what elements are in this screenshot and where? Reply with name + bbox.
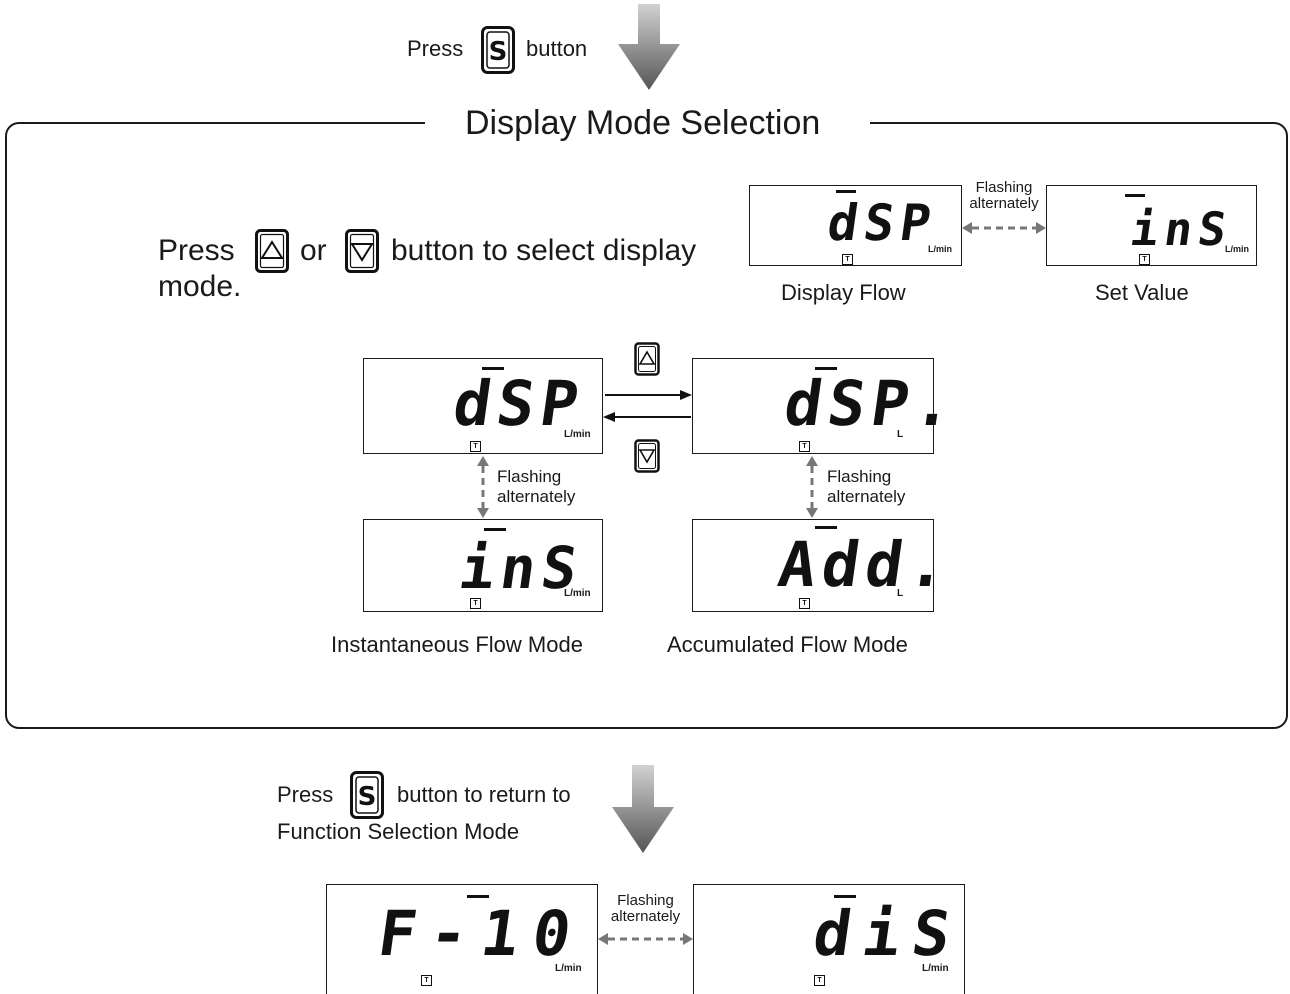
- set-value-caption: Set Value: [1095, 280, 1189, 305]
- lcd-indicator-bar: [834, 895, 856, 898]
- lcd-unit: L/min: [928, 244, 952, 254]
- flashing-line2: alternately: [827, 487, 906, 506]
- flashing-line2: alternately: [497, 487, 576, 506]
- lcd-unit: L/min: [555, 963, 582, 974]
- bottom-press-label: Press: [277, 782, 334, 807]
- lcd-indicator-bar: [836, 190, 856, 193]
- lcd-indicator-bar: [482, 367, 504, 370]
- lcd-unit: L/min: [922, 963, 949, 974]
- frame-title-gap: [425, 112, 870, 134]
- flashing-label-right: Flashing alternately: [827, 467, 905, 507]
- flashing-label-left: Flashing alternately: [497, 467, 575, 507]
- lcd-indicator-bar: [467, 895, 489, 898]
- down-arrow-bottom: [612, 765, 674, 853]
- lcd-indicator-bar: [484, 528, 506, 531]
- lcd-indicator-bar: [1125, 194, 1145, 197]
- lcd-segments: F-10: [373, 897, 590, 970]
- down-arrow-top: [618, 4, 680, 90]
- lcd-status-icon: T: [421, 975, 432, 986]
- lcd-final-left: F-10 L/min T: [326, 884, 598, 994]
- lcd-accu-dsp: dSP. L T: [692, 358, 963, 454]
- s-button-letter: S: [358, 782, 377, 812]
- lcd-status-icon: T: [470, 598, 481, 609]
- s-button-bottom-icon[interactable]: S: [350, 771, 384, 819]
- s-button-icon[interactable]: S: [481, 26, 515, 74]
- up-button-small-icon[interactable]: [634, 342, 660, 376]
- top-press-label: Press: [407, 36, 464, 61]
- flashing-line1: Flashing: [617, 892, 674, 909]
- mode-switch-arrows: [603, 385, 692, 425]
- lcd-unit: L/min: [564, 429, 591, 440]
- lcd-status-icon: T: [799, 441, 810, 452]
- lcd-indicator-bar: [815, 367, 837, 370]
- lcd-unit: L: [897, 588, 904, 599]
- display-flow-caption: Display Flow: [781, 280, 906, 305]
- lcd-indicator-bar: [815, 526, 837, 529]
- lcd-display-flow: dSP L/min T: [749, 185, 962, 266]
- frame-title: Display Mode Selection: [465, 104, 821, 142]
- flashing-line2: alternately: [610, 908, 681, 925]
- lcd-set-value: inS L/min T: [1046, 185, 1257, 266]
- flashing-label-bottom: Flashing alternately: [598, 893, 693, 925]
- instantaneous-caption: Instantaneous Flow Mode: [331, 632, 583, 657]
- lcd-unit: L/min: [1225, 244, 1249, 254]
- lcd-segments: dSP.: [779, 367, 964, 440]
- instruction-line2: mode.: [158, 270, 242, 303]
- bottom-return-label: button to return to: [397, 782, 571, 807]
- flashing-arrow-top: [962, 219, 1046, 237]
- lcd-accu-alt: Add. L T: [692, 519, 957, 612]
- top-button-label: button: [526, 36, 588, 61]
- lcd-status-icon: T: [470, 441, 481, 452]
- lcd-status-icon: T: [814, 975, 825, 986]
- bottom-function-label: Function Selection Mode: [277, 819, 520, 844]
- lcd-final-right: diS L/min T: [693, 884, 968, 994]
- lcd-status-icon: T: [1139, 254, 1150, 265]
- s-button-letter: S: [489, 37, 508, 67]
- lcd-status-icon: T: [842, 254, 853, 265]
- flashing-label-top: Flashing alternately: [962, 180, 1046, 212]
- flashing-line2: alternately: [969, 195, 1039, 212]
- flashing-arrow-left: [474, 456, 492, 518]
- instruction-line1: Press: [158, 234, 235, 274]
- lcd-status-icon: T: [799, 598, 810, 609]
- flashing-line1: Flashing: [827, 467, 892, 486]
- flashing-line1: Flashing: [497, 467, 562, 486]
- lcd-segments: dSP: [823, 194, 941, 252]
- lcd-inst-alt: inS L/min T: [363, 519, 603, 612]
- instruction-or: or: [300, 234, 327, 267]
- lcd-segments: diS: [808, 897, 968, 970]
- flashing-arrow-right: [803, 456, 821, 518]
- instruction-rest: button to select display: [391, 234, 697, 267]
- lcd-unit: L: [897, 429, 904, 440]
- down-button-small-icon[interactable]: [634, 439, 660, 473]
- lcd-inst-dsp: dSP L/min T: [363, 358, 603, 454]
- flashing-line1: Flashing: [975, 179, 1033, 196]
- lcd-unit: L/min: [564, 588, 591, 599]
- instruction-press: Press: [158, 234, 235, 267]
- lcd-segments: inS: [1127, 202, 1236, 256]
- up-button-icon[interactable]: [255, 229, 289, 273]
- lcd-segments: Add.: [773, 528, 958, 601]
- down-button-icon[interactable]: [345, 229, 379, 273]
- accumulated-caption: Accumulated Flow Mode: [667, 632, 908, 657]
- flashing-arrow-bottom: [598, 930, 693, 948]
